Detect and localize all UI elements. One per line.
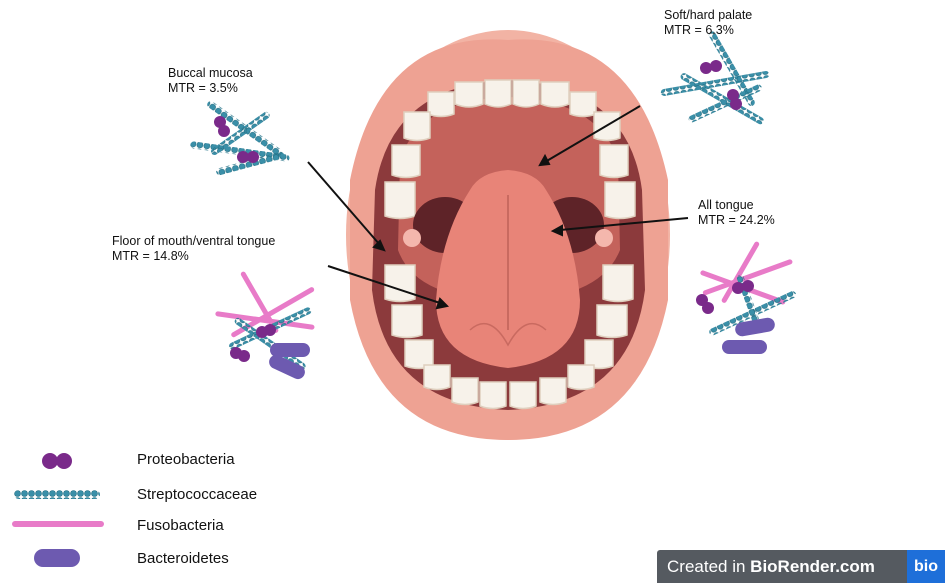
bacteria-cluster-tongue [696,241,797,354]
proteobacteria-icon [42,453,72,469]
label-buccal-name: Buccal mucosa [168,66,253,80]
upper-teeth [384,79,636,220]
legend-streptococcaceae: Streptococcaceae [137,486,258,503]
biorender-badge[interactable]: Created in BioRender.com bio [657,550,945,583]
arrow-buccal-head [372,239,386,252]
arrow-tongue [559,217,689,231]
arrow-floor [327,265,441,304]
legend-bacteroidetes: Bacteroidetes [137,550,229,567]
label-floor-name: Floor of mouth/ventral tongue [112,234,276,248]
streptococcaceae-icon [14,490,100,499]
arrow-palate [544,105,641,163]
arrow-buccal [307,161,381,246]
badge-text: Created in BioRender.com [667,557,875,577]
bacteria-cluster-palate [660,31,770,125]
label-soft-hard-palate: Soft/hard palate MTR = 6.3% [664,8,752,38]
label-floor-value: MTR = 14.8% [112,249,189,263]
label-palate-name: Soft/hard palate [664,8,753,22]
bacteria-cluster-buccal [190,101,290,176]
bacteroidetes-icon [34,549,80,567]
arrow-palate-head [538,153,551,167]
arrows [307,105,689,310]
label-all-tongue: All tongue MTR = 24.2% [698,198,775,228]
fusobacteria-icon [12,521,104,527]
label-buccal-value: MTR = 3.5% [168,81,238,95]
badge-prefix: Created in [667,557,751,576]
label-tongue-value: MTR = 24.2% [698,213,775,227]
biorender-logo-icon: bio [907,550,945,583]
legend-fusobacteria: Fusobacteria [137,517,224,534]
bacteria-cluster-floor [215,271,315,380]
arrow-floor-head [435,297,450,310]
label-tongue-name: All tongue [698,198,754,212]
arrow-tongue-head [550,224,563,237]
label-buccal-mucosa: Buccal mucosa MTR = 3.5% [168,66,253,96]
badge-brand: BioRender.com [750,557,875,576]
tongue [436,170,580,368]
legend-proteobacteria: Proteobacteria [137,451,235,468]
legend-icons [12,453,104,567]
label-floor-of-mouth: Floor of mouth/ventral tongue MTR = 14.8… [112,234,275,264]
label-palate-value: MTR = 6.3% [664,23,734,37]
